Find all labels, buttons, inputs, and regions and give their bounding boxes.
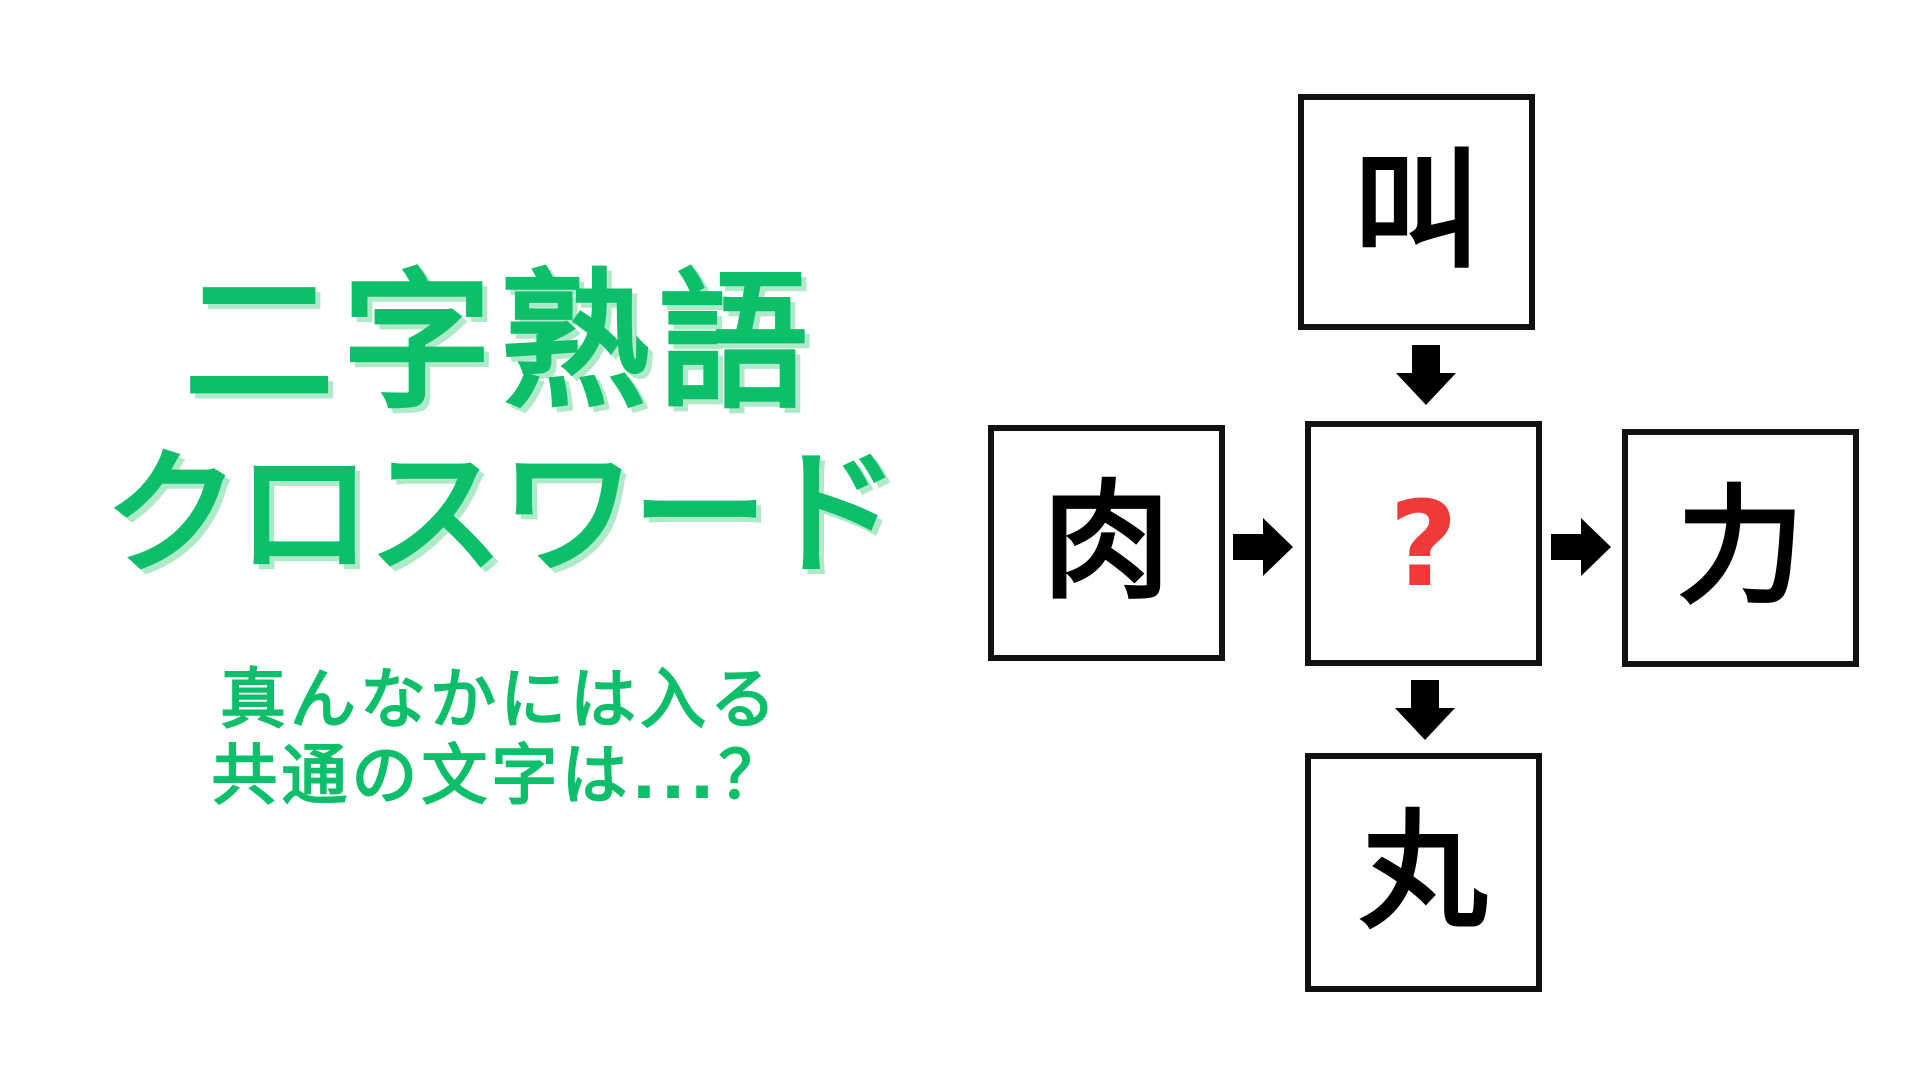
arrow-down-icon (1394, 345, 1458, 407)
cell-right: 力 (1622, 429, 1859, 667)
arrow-right-icon (1233, 516, 1295, 578)
cell-center: ? (1305, 421, 1542, 666)
cell-top: 叫 (1298, 94, 1535, 330)
cell-left-char: 肉 (1042, 468, 1171, 617)
arrow-right-icon (1551, 516, 1613, 578)
title-line-2: クロスワード (104, 436, 900, 594)
cell-bottom: 丸 (1305, 753, 1542, 992)
question-mark-icon: ? (1389, 474, 1458, 613)
cell-top-char: 叫 (1352, 137, 1481, 286)
title-line-1: 二字熟語 (183, 256, 816, 430)
cell-bottom-char: 丸 (1359, 797, 1488, 947)
cell-left: 肉 (988, 425, 1225, 661)
subtitle-line-1: 真んなかには入る (220, 661, 780, 738)
subtitle-line-2: 共通の文字は...？ (211, 737, 789, 814)
arrow-down-icon (1393, 680, 1457, 742)
cell-right-char: 力 (1676, 473, 1805, 622)
